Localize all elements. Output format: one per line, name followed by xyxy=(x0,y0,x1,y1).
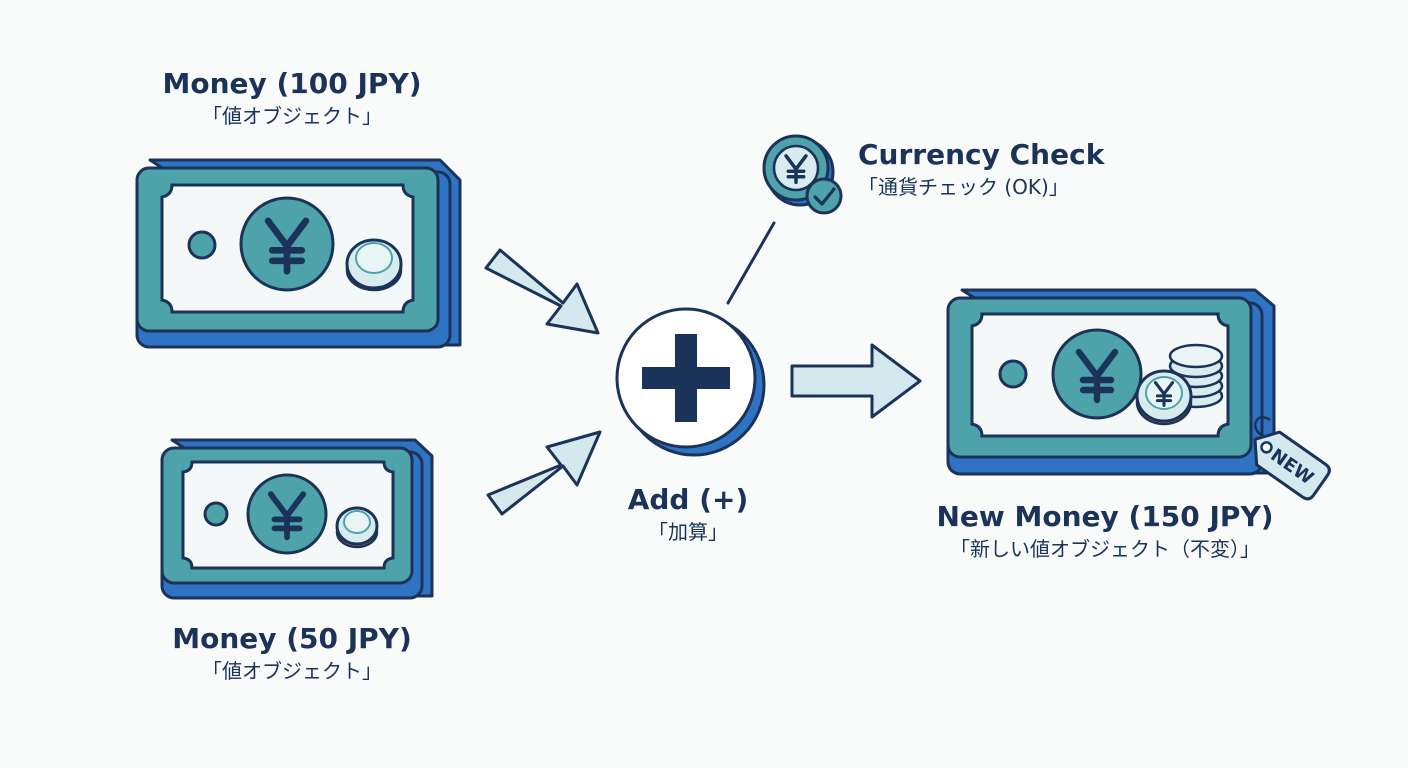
plus-operator xyxy=(615,307,766,457)
checkmark-icon xyxy=(805,177,843,215)
banknote-50-icon xyxy=(160,438,434,600)
money-50-subtitle: 「値オブジェクト」 xyxy=(202,659,382,683)
new-money-subtitle: 「新しい値オブジェクト（不変）」 xyxy=(950,537,1260,561)
banknote-100-icon xyxy=(135,158,462,349)
plus-icon xyxy=(642,334,730,422)
money-50-title: Money (50 JPY) xyxy=(172,622,412,655)
coin-icon xyxy=(345,238,403,292)
add-subtitle: 「加算」 xyxy=(648,520,728,544)
new-money-label: New Money (150 JPY) 「新しい値オブジェクト（不変）」 xyxy=(920,500,1290,562)
coin-icon xyxy=(335,506,379,549)
money-100-subtitle: 「値オブジェクト」 xyxy=(202,104,382,128)
currency-check-subtitle: 「通貨チェック (OK)」 xyxy=(858,175,1069,199)
connector-line xyxy=(726,221,776,305)
arrow-from-100 xyxy=(484,248,600,335)
new-money-title: New Money (150 JPY) xyxy=(936,500,1274,533)
add-label: Add (+) 「加算」 xyxy=(600,483,776,545)
currency-check-label: Currency Check 「通貨チェック (OK)」 xyxy=(858,138,1138,200)
money-100-title: Money (100 JPY) xyxy=(162,67,422,100)
coin-stack-icon xyxy=(1135,343,1224,426)
money-50-label: Money (50 JPY) 「値オブジェクト」 xyxy=(152,622,432,684)
money-100-label: Money (100 JPY) 「値オブジェクト」 xyxy=(152,67,432,129)
banknote-150-icon xyxy=(946,288,1276,476)
arrow-from-50 xyxy=(486,430,602,516)
currency-check-title: Currency Check xyxy=(858,138,1105,171)
arrow-to-result xyxy=(790,343,922,419)
currency-check-badge xyxy=(762,134,843,215)
add-title: Add (+) xyxy=(627,483,749,516)
